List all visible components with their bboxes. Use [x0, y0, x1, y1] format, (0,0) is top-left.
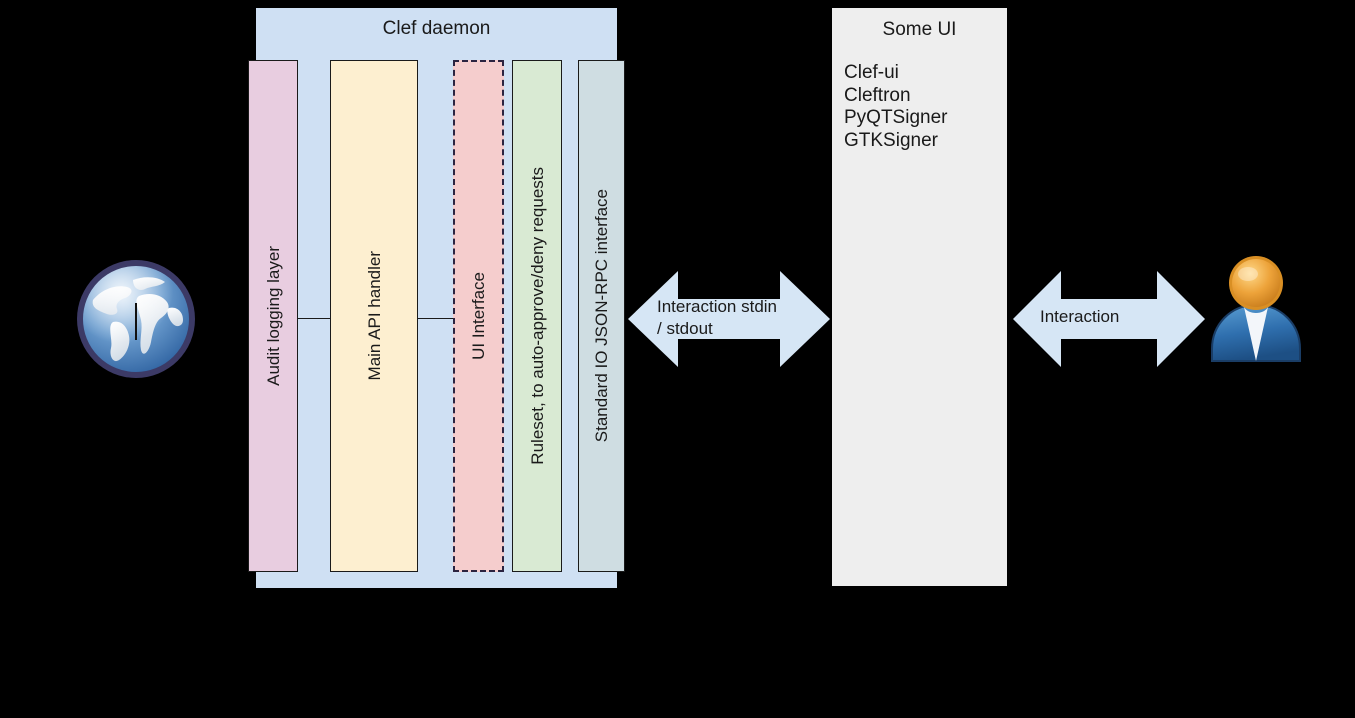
column-label: UI Interface: [469, 272, 488, 360]
column-ruleset[interactable]: Ruleset, to auto-approve/deny requests: [512, 60, 562, 572]
arrow-interaction-stdin-stdout: [628, 270, 830, 368]
globe-icon: [73, 256, 199, 382]
column-ui-interface[interactable]: UI Interface: [453, 60, 504, 572]
clef-daemon-container: [256, 8, 617, 588]
column-standard-io-json-rpc[interactable]: Standard IO JSON-RPC interface: [578, 60, 625, 572]
arrow-label-interaction: Interaction: [1040, 307, 1120, 326]
list-item: Cleftron: [844, 84, 911, 106]
column-audit-logging-layer[interactable]: Audit logging layer: [248, 60, 298, 572]
list-item: Clef-ui: [844, 62, 899, 83]
column-label: Main API handler: [364, 251, 384, 381]
some-ui-list: Clef-ui Cleftron PyQTSigner GTKSigner: [844, 62, 1004, 152]
arrow-interaction-user: [1013, 270, 1205, 368]
some-ui-title: Some UI: [882, 19, 957, 40]
user-icon: [1206, 253, 1306, 365]
list-item: PyQTSigner: [844, 107, 948, 128]
column-main-api-handler[interactable]: Main API handler: [330, 60, 418, 572]
column-label: Audit logging layer: [263, 246, 283, 386]
arrow-label-stdin-stdout: Interaction stdin / stdout: [657, 297, 778, 338]
clef-daemon-title: Clef daemon: [382, 18, 491, 39]
column-label: Ruleset, to auto-approve/deny requests: [527, 167, 547, 465]
column-label: Standard IO JSON-RPC interface: [592, 189, 611, 443]
list-item: GTKSigner: [844, 129, 938, 151]
connector-line-api-ui: [418, 318, 454, 319]
connector-line-audit-api: [298, 318, 331, 319]
some-ui-container: [832, 8, 1007, 586]
